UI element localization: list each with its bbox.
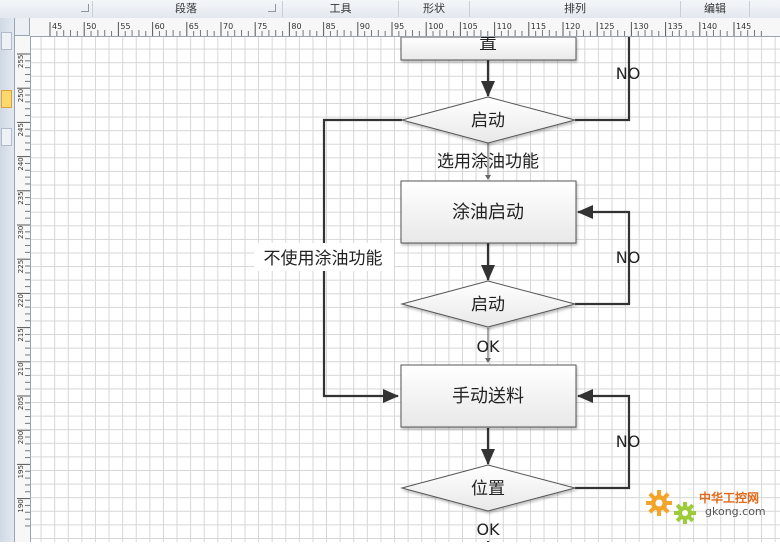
ribbon-separator	[92, 1, 93, 17]
ribbon-group-edit: 编辑	[704, 2, 726, 15]
watermark-domain: gkong.com	[705, 505, 766, 518]
ruler-tick-label: 75	[257, 22, 267, 31]
ruler-tick-label: 110	[497, 22, 512, 31]
gear-logo-icon	[646, 490, 696, 524]
branch-use-oil-label: 选用涂油功能	[437, 152, 539, 172]
ribbon-group-labels: 段落 工具 形状 排列 编辑	[0, 0, 780, 19]
ruler-tick-label: 210	[17, 362, 25, 375]
arrowhead-icon	[485, 175, 491, 180]
watermark-brand: 中华工控网	[699, 491, 760, 505]
ruler-tick-label: 250	[17, 89, 25, 102]
decision2-ok-label: OK	[476, 337, 500, 356]
vertical-ruler[interactable]: 255 250 245 240 235 230 225 220 215 210 205 200 195 1…	[15, 36, 31, 542]
ruler-tick-label: 60	[155, 22, 165, 31]
gkong-watermark: 中华工控网 gkong.com	[643, 487, 773, 527]
decision-position[interactable]: 位置	[400, 464, 577, 512]
decision2-no-label: NO	[616, 248, 641, 267]
ruler-tick-label: 235	[17, 191, 25, 204]
ruler-tick-label: 145	[736, 22, 751, 31]
ribbon-group-tools: 工具	[329, 2, 352, 15]
panel-tab[interactable]	[1, 32, 12, 50]
dialog-launcher-icon[interactable]	[81, 4, 89, 12]
ruler-tick-label: 190	[17, 499, 25, 512]
ruler-tick-label: 195	[17, 465, 25, 478]
ruler-tick-label: 45	[52, 22, 62, 31]
ruler-tick-label: 240	[17, 157, 25, 170]
ruler-tick-label: 115	[531, 22, 546, 31]
small-connectors	[485, 143, 491, 363]
ribbon-separator	[282, 1, 283, 17]
ribbon-separator	[398, 1, 399, 17]
ruler-tick-label: 80	[291, 22, 301, 31]
ruler-tick-label: 245	[17, 123, 25, 136]
decision-start-2[interactable]: 启动	[400, 280, 577, 328]
decision3-ok-label: OK	[476, 520, 500, 539]
ruler-tick-label: 215	[17, 328, 25, 341]
ruler-tick-label: 130	[633, 22, 648, 31]
ruler-tick-label: 255	[17, 55, 25, 68]
arrowhead-icon	[485, 358, 491, 363]
ruler-tick-label: 120	[565, 22, 580, 31]
panel-tab[interactable]	[1, 128, 12, 146]
ruler-tick-label: 140	[702, 22, 717, 31]
ruler-tick-label: 205	[17, 397, 25, 410]
ruler-tick-label: 105	[462, 22, 477, 31]
ribbon-separator	[680, 1, 681, 17]
flowchart: 置 启动 NO 选用涂油功能 不使用涂油功能 涂油启动 启动 NO OK 手动	[254, 37, 641, 542]
horizontal-ruler[interactable]: 45 50 55 60 65 70 75 80 85 90 95 100 105 110 115 120 125…	[30, 18, 780, 37]
ribbon-group-paragraph: 段落	[175, 2, 197, 15]
process-box-manual-feed-label: 手动送料	[452, 386, 524, 407]
branch-no-oil-label-group: 不使用涂油功能	[254, 243, 394, 271]
drawing-canvas[interactable]: 置 启动 NO 选用涂油功能 不使用涂油功能 涂油启动 启动 NO OK 手动	[31, 37, 780, 542]
ruler-tick-label: 70	[223, 22, 233, 31]
ribbon-separator	[749, 1, 750, 17]
ruler-tick-label: 100	[428, 22, 443, 31]
connector-decision2-no-loop[interactable]	[575, 205, 631, 306]
ruler-tick-label: 125	[599, 22, 614, 31]
process-box-manual-feed[interactable]: 手动送料	[400, 364, 577, 428]
ruler-tick-label: 65	[189, 22, 199, 31]
decision3-no-label: NO	[616, 432, 641, 451]
ruler-tick-label: 85	[326, 22, 336, 31]
panel-tab-active[interactable]	[1, 90, 12, 108]
connector-decision1-no-loop[interactable]	[575, 37, 631, 122]
process-box-oil-start[interactable]: 涂油启动	[400, 180, 577, 244]
ruler-tick-label: 220	[17, 294, 25, 307]
ruler-tick-label: 225	[17, 260, 25, 273]
ruler-tick-label: 135	[668, 22, 683, 31]
vertical-ruler-ticks: 255 250 245 240 235 230 225 220 215 210 205 200 195 1…	[17, 53, 30, 527]
ribbon-group-arrange: 排列	[564, 2, 586, 15]
decision-start-1-label: 启动	[471, 111, 505, 131]
decision1-no-label: NO	[616, 64, 641, 83]
ruler-corner	[15, 18, 30, 36]
ruler-tick-label: 95	[394, 22, 404, 31]
process-box-oil-start-label: 涂油启动	[452, 202, 524, 223]
process-box-top[interactable]: 置	[400, 37, 577, 61]
ruler-tick-label: 50	[86, 22, 96, 31]
ribbon-group-shape: 形状	[423, 2, 445, 15]
branch-no-oil-label: 不使用涂油功能	[264, 248, 383, 269]
shapes-panel[interactable]	[0, 18, 15, 542]
decision-start-2-label: 启动	[471, 295, 505, 315]
decision-start-1[interactable]: 启动	[400, 96, 577, 144]
ruler-tick-label: 90	[360, 22, 370, 31]
connector-decision3-no-loop[interactable]	[575, 389, 631, 490]
ruler-tick-label: 230	[17, 226, 25, 239]
ribbon-separator	[469, 1, 470, 17]
ruler-tick-label: 200	[17, 431, 25, 444]
decision-position-label: 位置	[471, 479, 505, 499]
process-box-top-label: 置	[479, 37, 497, 54]
paragraph-dialog-launcher-icon[interactable]	[268, 4, 276, 12]
ruler-tick-label: 55	[120, 22, 130, 31]
horizontal-ruler-ticks: 45 50 55 60 65 70 75 80 85 90 95 100 105 110 115 120 125…	[49, 22, 762, 36]
